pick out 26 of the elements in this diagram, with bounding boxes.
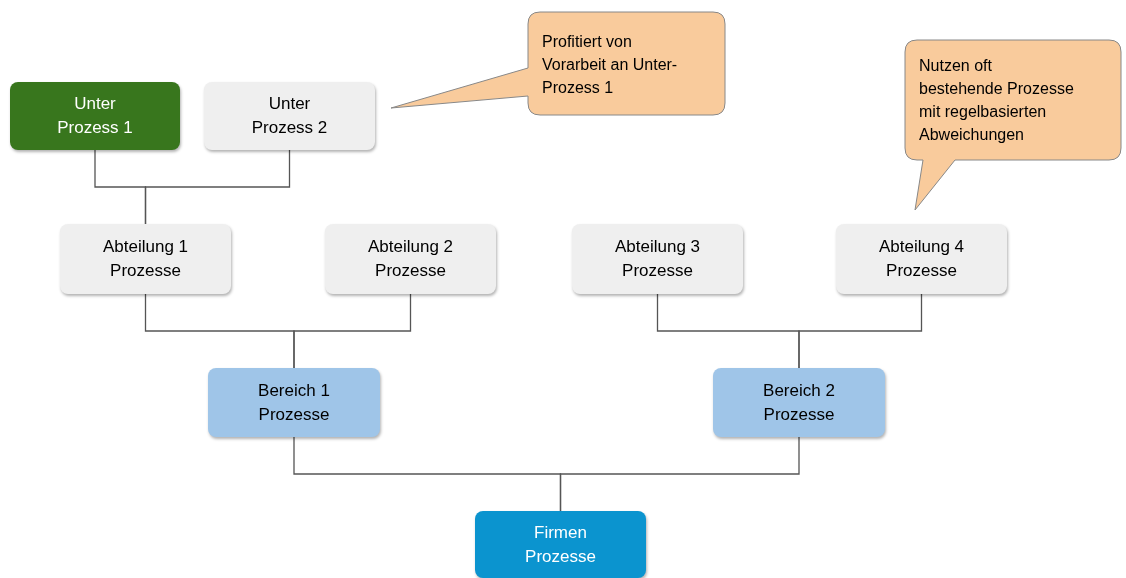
- process-box: [10, 82, 180, 150]
- connector-line: [559, 436, 800, 512]
- connector-line: [798, 293, 923, 369]
- process-box: [836, 224, 1007, 294]
- process-box: [204, 82, 375, 150]
- process-box: [713, 368, 885, 437]
- node-label: Bereich 2 Prozesse: [762, 379, 836, 426]
- node-label: Profitiert von Vorarbeit an Unter-Prozess 1: [542, 32, 679, 98]
- speech-bubble: [905, 40, 1121, 212]
- process-box: [475, 511, 646, 578]
- process-box: [325, 224, 496, 294]
- process-box: [572, 224, 743, 294]
- node-label: Abteilung 1 Prozesse: [101, 236, 190, 282]
- node-label: Abteilung 2 Prozesse: [366, 236, 455, 282]
- node-label: Firmen Prozesse: [524, 521, 597, 568]
- process-box: [60, 224, 231, 294]
- connector-line: [293, 293, 412, 369]
- node-label: Abteilung 3 Prozesse: [613, 236, 702, 282]
- connector-line: [144, 149, 291, 225]
- speech-bubble: [390, 12, 725, 115]
- node-label: Unter Prozess 2: [250, 93, 329, 139]
- process-box: [208, 368, 380, 437]
- node-label: Abteilung 4 Prozesse: [877, 236, 966, 282]
- node-label: Nutzen oft bestehende Prozesse mit regelbasierten Abweichungen: [919, 56, 1074, 145]
- node-label: Bereich 1 Prozesse: [257, 379, 331, 426]
- node-label: Unter Prozess 1: [56, 93, 134, 139]
